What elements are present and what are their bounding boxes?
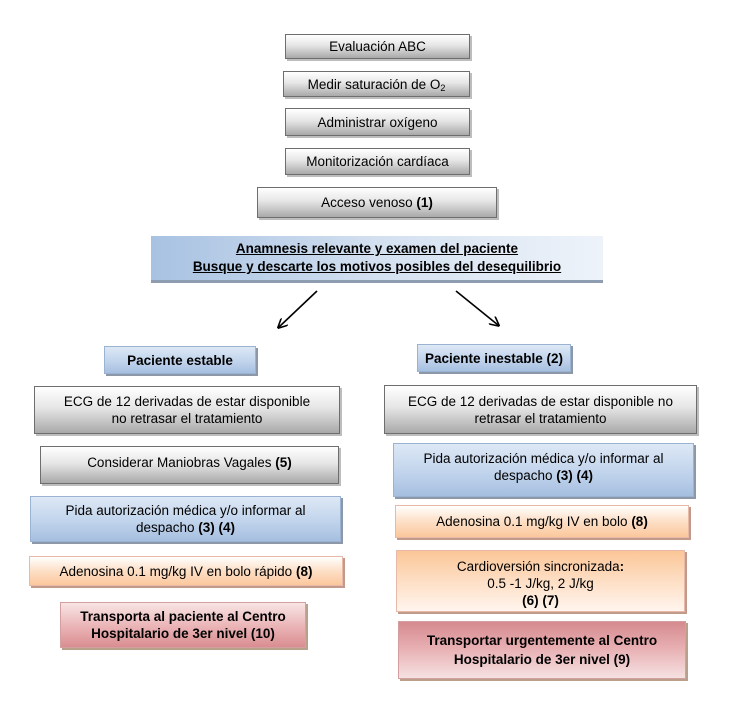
step-line-1: Transporta al paciente al Centro xyxy=(80,609,286,624)
step-label: Acceso venoso (1) xyxy=(321,195,433,210)
stable-step-maniobras-vagales: Considerar Maniobras Vagales (5) xyxy=(40,446,339,484)
step-line-2: no retrasar el tratamiento xyxy=(111,411,263,426)
step-line-2: retrasar el tratamiento xyxy=(474,410,607,426)
step-line-1: ECG de 12 derivadas de estar disponible … xyxy=(408,393,673,409)
unstable-step-transporte: Transportar urgentemente al Centro Hospi… xyxy=(398,621,686,679)
step-label: Evaluación ABC xyxy=(329,39,426,54)
step-acceso-venoso: Acceso venoso (1) xyxy=(257,187,497,218)
step-administrar-oxigeno: Administrar oxígeno xyxy=(285,108,470,136)
reference-number: (5) xyxy=(275,455,292,470)
unstable-header: Paciente inestable (2) xyxy=(417,344,571,372)
reference-number: (1) xyxy=(416,195,433,210)
stable-header: Paciente estable xyxy=(104,346,256,374)
assessment-banner: Anamnesis relevante y examen del pacient… xyxy=(151,236,603,283)
step-line-1: Pida autorización médica y/o informar al xyxy=(65,503,306,518)
stable-header-label: Paciente estable xyxy=(127,352,233,368)
arrow-to-stable xyxy=(279,290,318,327)
step-line-2: Hospitalario de 3er nivel (10) xyxy=(91,626,275,641)
step-line-1: ECG de 12 derivadas de estar disponible xyxy=(63,394,311,409)
step-line-2: despacho (3) (4) xyxy=(135,520,236,535)
stable-step-adenosina: Adenosina 0.1 mg/kg IV en bolo rápido (8… xyxy=(29,556,343,586)
reference-number: (3) (4) xyxy=(556,468,594,483)
reference-number: (3) (4) xyxy=(198,520,236,535)
reference-number: (8) xyxy=(631,514,648,529)
unstable-step-ecg: ECG de 12 derivadas de estar disponible … xyxy=(384,385,697,434)
stable-step-transporte: Transporta al paciente al Centro Hospita… xyxy=(60,602,306,648)
reference-number: (8) xyxy=(295,563,313,579)
unstable-step-adenosina: Adenosina 0.1 mg/kg IV en bolo (8) xyxy=(395,505,689,538)
step-label: Monitorización cardíaca xyxy=(306,154,449,169)
unstable-step-cardioversion: Cardioversión sincronizada: 0.5 -1 J/kg,… xyxy=(396,550,685,612)
subscript-2: 2 xyxy=(440,82,446,93)
step-line-1: Cardioversión sincronizada: xyxy=(456,559,625,574)
step-monitorizacion: Monitorización cardíaca xyxy=(285,148,470,175)
step-label: Adenosina 0.1 mg/kg IV en bolo (8) xyxy=(436,514,648,529)
arrow-to-unstable xyxy=(455,290,498,325)
step-label: Adenosina 0.1 mg/kg IV en bolo rápido (8… xyxy=(59,563,313,579)
unstable-step-autorizacion: Pida autorización médica y/o informar al… xyxy=(393,443,694,497)
step-line-1: Pida autorización médica y/o informar al xyxy=(423,451,664,466)
step-label: Considerar Maniobras Vagales (5) xyxy=(87,455,292,470)
assessment-line-1: Anamnesis relevante y examen del pacient… xyxy=(235,241,519,256)
step-medir-saturacion: Medir saturación de O2 xyxy=(283,71,470,97)
stable-step-ecg: ECG de 12 derivadas de estar disponible … xyxy=(34,386,340,434)
reference-number: (6) (7) xyxy=(522,593,559,608)
assessment-line-2: Busque y descarte los motivos posibles d… xyxy=(192,259,562,274)
step-line-2: Hospitalario de 3er nivel (9) xyxy=(453,652,631,667)
step-line-2: despacho (3) (4) xyxy=(493,468,594,483)
step-label: Medir saturación de O2 xyxy=(307,76,446,93)
step-label: Administrar oxígeno xyxy=(317,114,438,130)
step-line-2: 0.5 -1 J/kg, 2 J/kg xyxy=(487,576,594,591)
step-line-1: Transportar urgentemente al Centro xyxy=(426,633,658,648)
step-evaluacion-abc: Evaluación ABC xyxy=(285,34,470,59)
unstable-header-label: Paciente inestable (2) xyxy=(424,350,564,366)
stable-step-autorizacion: Pida autorización médica y/o informar al… xyxy=(30,496,341,542)
